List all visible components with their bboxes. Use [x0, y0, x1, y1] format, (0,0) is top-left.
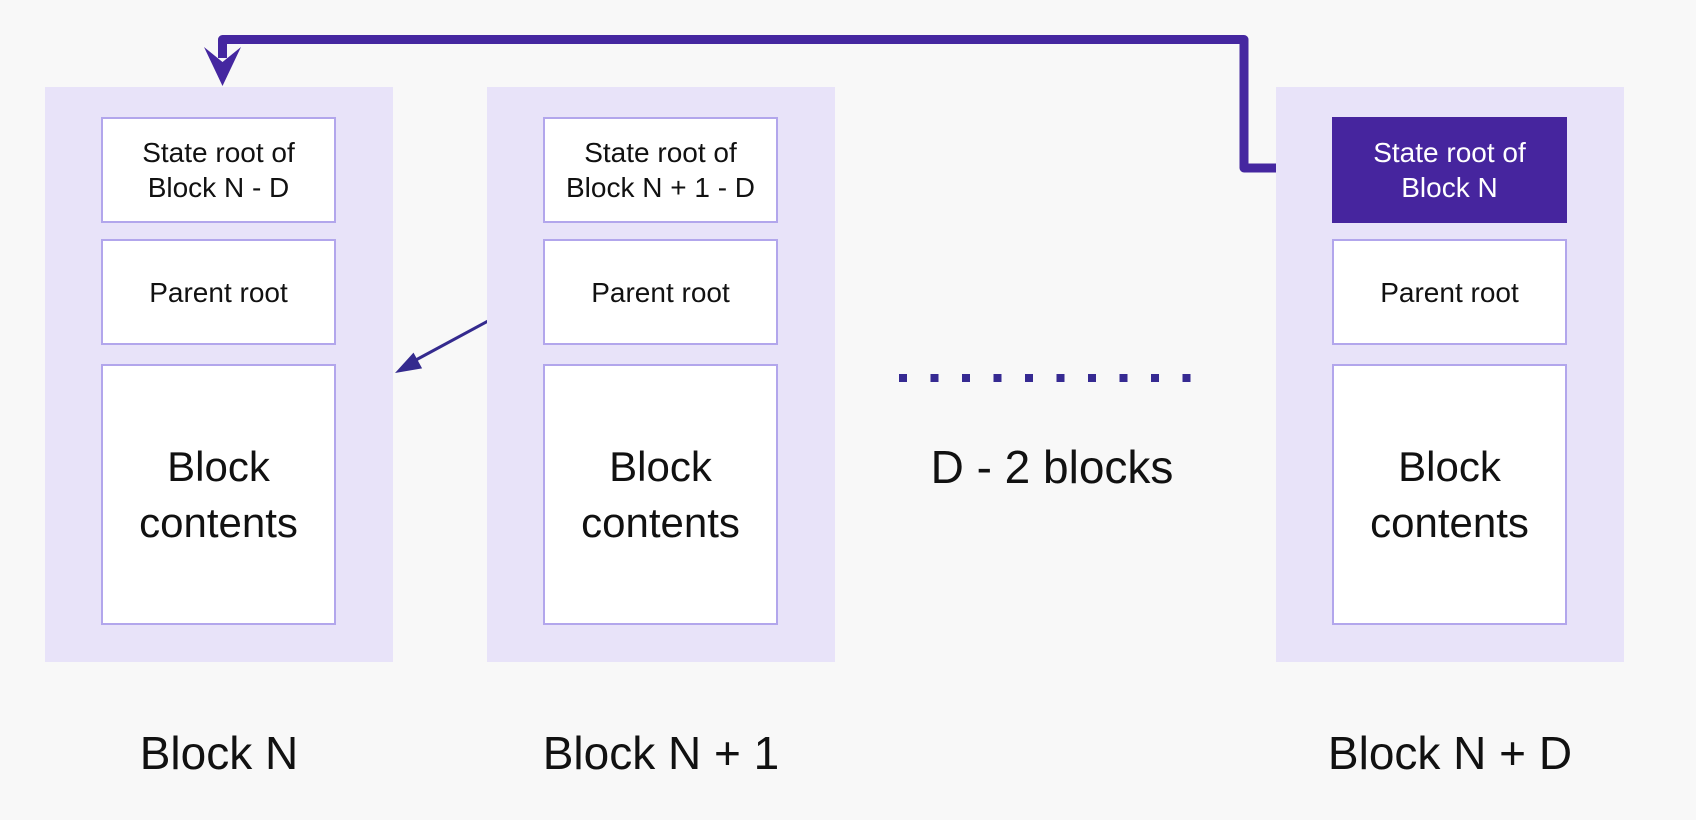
- block-contents-box: Block contents: [543, 364, 778, 625]
- state-root-box-highlighted: State root of Block N: [1332, 117, 1567, 223]
- block-n-container: State root of Block N - D Parent root Bl…: [45, 87, 393, 662]
- block-n-plus-d-container: State root of Block N Parent root Block …: [1276, 87, 1624, 662]
- state-root-label: State root of Block N + 1 - D: [565, 137, 756, 203]
- state-root-label: State root of Block N: [1373, 137, 1526, 203]
- ellipsis-label: D - 2 blocks: [930, 441, 1174, 493]
- parent-root-label: Parent root: [591, 276, 730, 308]
- block-caption: Block N + 1: [542, 727, 780, 779]
- parent-root-label: Parent root: [1380, 276, 1519, 308]
- state-root-label: State root of Block N - D: [142, 137, 295, 203]
- arrowhead-down-icon: [204, 47, 241, 86]
- block-caption: Block N: [139, 727, 299, 779]
- arrowhead-down-left-icon: [395, 352, 423, 373]
- block-contents-box: Block contents: [1332, 364, 1567, 625]
- ellipsis-dotted-line: [899, 374, 1192, 382]
- state-root-box: State root of Block N - D: [101, 117, 336, 223]
- block-caption: Block N + D: [1327, 727, 1573, 779]
- block-contents-label: Block contents: [1370, 442, 1529, 546]
- block-contents-box: Block contents: [101, 364, 336, 625]
- block-contents-label: Block contents: [139, 442, 298, 546]
- parent-root-label: Parent root: [149, 276, 288, 308]
- parent-root-box: Parent root: [101, 239, 336, 345]
- parent-root-box: Parent root: [1332, 239, 1567, 345]
- parent-root-box: Parent root: [543, 239, 778, 345]
- state-root-box: State root of Block N + 1 - D: [543, 117, 778, 223]
- block-n-plus-1-container: State root of Block N + 1 - D Parent roo…: [487, 87, 835, 662]
- block-contents-label: Block contents: [581, 442, 740, 546]
